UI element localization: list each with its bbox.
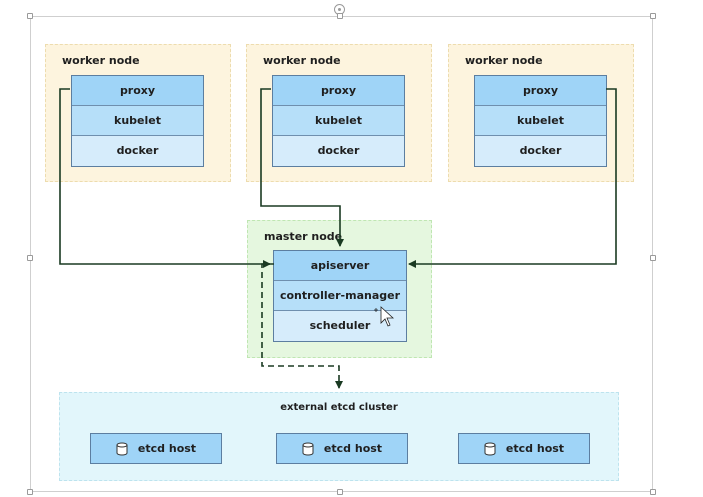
worker-node-2[interactable]: worker node proxy kubelet docker — [246, 44, 432, 182]
master-component-stack: apiserver controller-manager scheduler — [273, 250, 407, 342]
worker-node-title: worker node — [263, 54, 341, 67]
kubelet-layer[interactable]: kubelet — [273, 106, 404, 136]
docker-layer[interactable]: docker — [475, 136, 606, 166]
resize-handle-left[interactable] — [27, 255, 33, 261]
etcd-host-label: etcd host — [505, 442, 565, 455]
etcd-host-label: etcd host — [323, 442, 383, 455]
database-icon — [484, 442, 496, 455]
connector-worker2-apiserver — [260, 88, 344, 247]
resize-handle-bottom-left[interactable] — [27, 489, 33, 495]
docker-layer[interactable]: docker — [72, 136, 203, 166]
worker-component-stack: proxy kubelet docker — [71, 75, 204, 167]
kubelet-layer[interactable]: kubelet — [72, 106, 203, 136]
master-node-title: master node — [264, 230, 343, 243]
scheduler-layer[interactable]: scheduler — [274, 311, 406, 341]
proxy-layer[interactable]: proxy — [273, 76, 404, 106]
etcd-cluster[interactable]: external etcd cluster etcd host etcd hos… — [59, 392, 619, 481]
worker-component-stack: proxy kubelet docker — [474, 75, 607, 167]
database-icon — [116, 442, 128, 455]
etcd-host-2[interactable]: etcd host — [276, 433, 408, 464]
etcd-cluster-title: external etcd cluster — [280, 402, 398, 413]
resize-handle-top-right[interactable] — [650, 13, 656, 19]
connector-worker3-apiserver — [408, 88, 617, 268]
worker-node-title: worker node — [62, 54, 140, 67]
resize-handle-bottom-right[interactable] — [650, 489, 656, 495]
etcd-host-3[interactable]: etcd host — [458, 433, 590, 464]
resize-handle-bottom[interactable] — [337, 489, 343, 495]
move-cursor-icon — [374, 306, 395, 327]
kubelet-layer[interactable]: kubelet — [475, 106, 606, 136]
worker-node-title: worker node — [465, 54, 543, 67]
resize-handle-top[interactable] — [337, 13, 343, 19]
worker-node-1[interactable]: worker node proxy kubelet docker — [45, 44, 231, 182]
worker-node-3[interactable]: worker node proxy kubelet docker — [448, 44, 634, 182]
controller-manager-layer[interactable]: controller-manager — [274, 281, 406, 311]
proxy-layer[interactable]: proxy — [475, 76, 606, 106]
etcd-host-1[interactable]: etcd host — [90, 433, 222, 464]
proxy-layer[interactable]: proxy — [72, 76, 203, 106]
connector-apiserver-etcd — [261, 263, 343, 389]
apiserver-layer[interactable]: apiserver — [274, 251, 406, 281]
resize-handle-right[interactable] — [650, 255, 656, 261]
resize-handle-top-left[interactable] — [27, 13, 33, 19]
etcd-host-label: etcd host — [137, 442, 197, 455]
docker-layer[interactable]: docker — [273, 136, 404, 166]
database-icon — [302, 442, 314, 455]
connector-worker1-apiserver — [59, 88, 271, 268]
worker-component-stack: proxy kubelet docker — [272, 75, 405, 167]
